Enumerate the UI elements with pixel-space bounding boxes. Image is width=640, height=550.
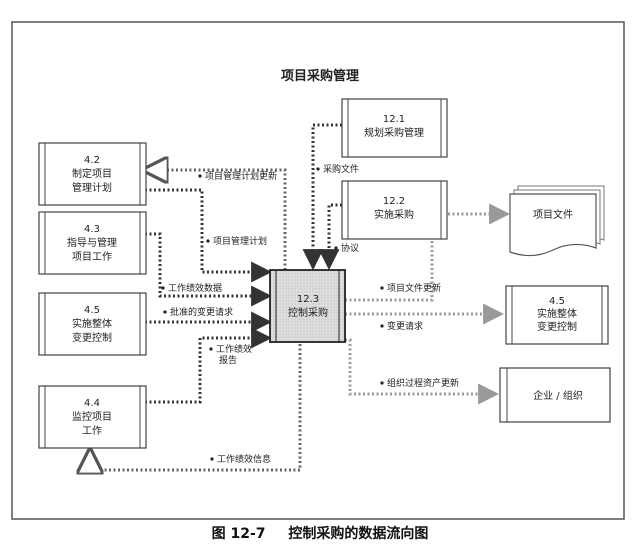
node-12-2: 12.2 实施采购 bbox=[341, 180, 448, 240]
label-pm-plan-update: 项目管理计划更新 bbox=[205, 170, 277, 182]
label-work-perf-report-line-1: 工作绩效 bbox=[216, 343, 252, 355]
node-12-1-line-2: 规划采购管理 bbox=[364, 126, 424, 139]
flows bbox=[90, 123, 511, 470]
node-4-3-line-1: 4.3 bbox=[84, 224, 100, 235]
label-doc-update: 项目文件更新 bbox=[387, 282, 441, 294]
node-4-3: 4.3 指导与管理 项目工作 bbox=[38, 211, 147, 275]
node-4-2-line-3: 管理计划 bbox=[72, 181, 112, 194]
node-12-1-line-1: 12.1 bbox=[383, 114, 405, 125]
node-12-3-central-process: 12.3 控制采购 bbox=[269, 269, 346, 343]
label-agreements: 协议 bbox=[341, 242, 359, 254]
node-4-4-line-2: 监控项目 bbox=[72, 410, 112, 423]
node-12-3-line-1: 12.3 bbox=[297, 294, 319, 305]
label-work-perf-info: 工作绩效信息 bbox=[217, 453, 271, 465]
node-enterprise-label: 企业 / 组织 bbox=[533, 389, 583, 402]
label-work-perf-data: 工作绩效数据 bbox=[168, 282, 222, 294]
label-opa-update: 组织过程资产更新 bbox=[387, 377, 459, 389]
node-4-3-line-3: 项目工作 bbox=[72, 251, 112, 263]
flow-work-perf-info bbox=[90, 344, 302, 470]
flow-opa-update bbox=[345, 338, 500, 405]
node-4-5-right-line-1: 4.5 bbox=[549, 296, 565, 307]
label-proc-docs: 采购文件 bbox=[323, 163, 359, 175]
node-4-5-right-line-2: 实施整体 bbox=[537, 307, 577, 320]
node-4-5-left-line-2: 实施整体 bbox=[72, 317, 112, 330]
flow-labels: 项目管理计划更新 项目管理计划 工作绩效数据 批准的变更请求 工作绩效 报告 工… bbox=[161, 163, 459, 465]
diagram-title: 项目采购管理 bbox=[281, 68, 359, 84]
node-4-3-line-2: 指导与管理 bbox=[67, 236, 117, 249]
node-4-2-line-1: 4.2 bbox=[84, 155, 100, 166]
node-4-5-right: 4.5 实施整体 变更控制 bbox=[505, 285, 609, 345]
label-pm-plan: 项目管理计划 bbox=[213, 235, 267, 247]
figure-caption: 图 12-7 控制采购的数据流向图 bbox=[0, 523, 640, 543]
figure-caption-text: 控制采购的数据流向图 bbox=[288, 526, 429, 542]
label-approved-change: 批准的变更请求 bbox=[170, 306, 233, 318]
node-4-4-line-3: 工作 bbox=[82, 425, 102, 437]
node-12-2-line-1: 12.2 bbox=[383, 196, 405, 207]
node-12-2-line-2: 实施采购 bbox=[374, 208, 414, 221]
label-change-request: 变更请求 bbox=[387, 320, 423, 332]
node-4-5-left-line-1: 4.5 bbox=[84, 305, 100, 316]
flow-work-perf-data bbox=[145, 232, 273, 307]
label-work-perf-report-line-2: 报告 bbox=[219, 354, 237, 366]
node-4-4: 4.4 监控项目 工作 bbox=[38, 385, 147, 449]
flow-pm-plan bbox=[145, 188, 273, 283]
node-project-documents: 项目文件 bbox=[509, 185, 605, 257]
flow-pm-plan-update bbox=[144, 170, 287, 270]
flow-proc-docs bbox=[302, 123, 342, 271]
node-4-2-line-2: 制定项目 bbox=[72, 167, 112, 180]
flow-work-perf-report bbox=[145, 327, 273, 404]
node-4-5-left: 4.5 实施整体 变更控制 bbox=[38, 292, 147, 356]
node-4-4-line-1: 4.4 bbox=[84, 398, 100, 409]
node-4-2: 4.2 制定项目 管理计划 bbox=[38, 142, 147, 206]
node-4-5-left-line-3: 变更控制 bbox=[72, 331, 112, 344]
figure-number: 图 12-7 bbox=[211, 526, 266, 542]
node-12-1: 12.1 规划采购管理 bbox=[341, 98, 448, 158]
node-4-5-right-line-3: 变更控制 bbox=[537, 320, 577, 333]
flow-agreements bbox=[318, 203, 342, 271]
node-12-3-line-2: 控制采购 bbox=[288, 306, 328, 319]
node-enterprise-organization: 企业 / 组织 bbox=[499, 367, 611, 423]
node-project-documents-label: 项目文件 bbox=[533, 208, 573, 221]
